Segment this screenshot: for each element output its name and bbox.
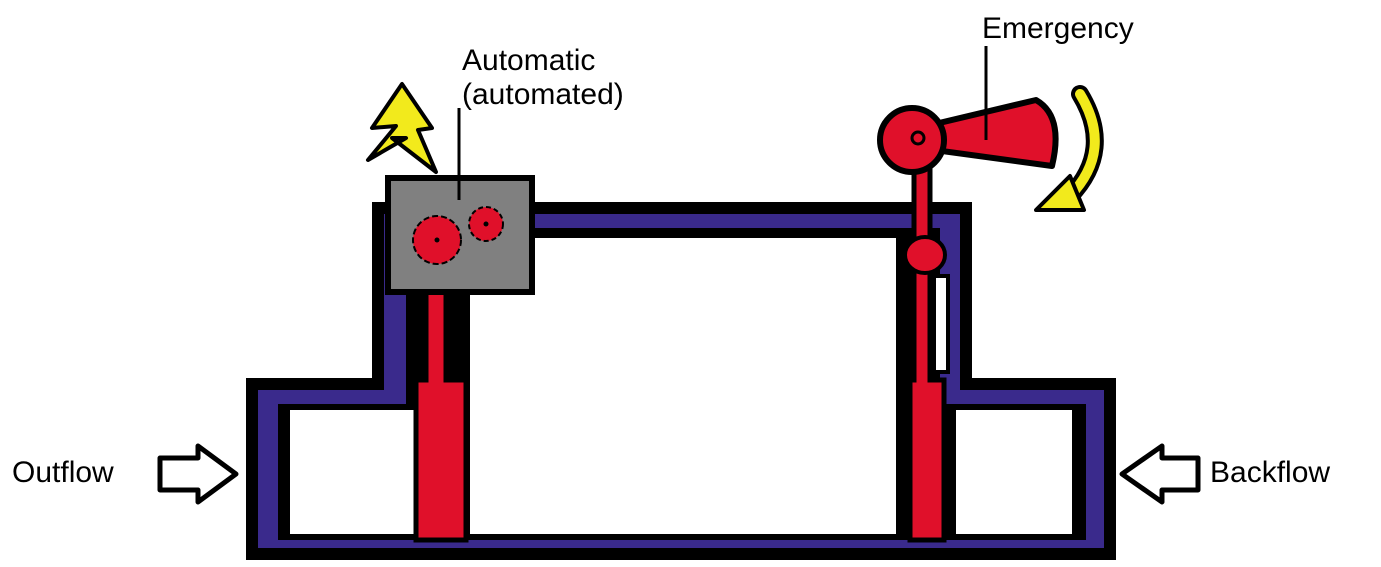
- arrow-right-icon: [157, 443, 239, 505]
- backflow-label: Backflow: [1210, 456, 1331, 489]
- gear-icon: [412, 206, 504, 265]
- lever-handle-icon: [877, 97, 1059, 175]
- outflow-label: Outflow: [12, 456, 114, 489]
- emergency-label: Emergency: [982, 12, 1134, 45]
- automatic-label: Automatic (automated): [462, 44, 624, 112]
- curved-arrow-icon: [1034, 85, 1104, 212]
- emergency-stem-knob: [903, 235, 947, 275]
- automatic-label-line1: Automatic: [462, 44, 596, 77]
- pipe-interior-right: [956, 410, 1072, 534]
- arrow-left-icon: [1119, 443, 1201, 505]
- pipe-interior-left: [290, 410, 414, 534]
- emergency-slot: [932, 274, 950, 374]
- lightning-bolt-icon: [366, 82, 438, 174]
- automatic-label-line2: (automated): [462, 78, 624, 111]
- pipe-interior-center: [470, 238, 896, 534]
